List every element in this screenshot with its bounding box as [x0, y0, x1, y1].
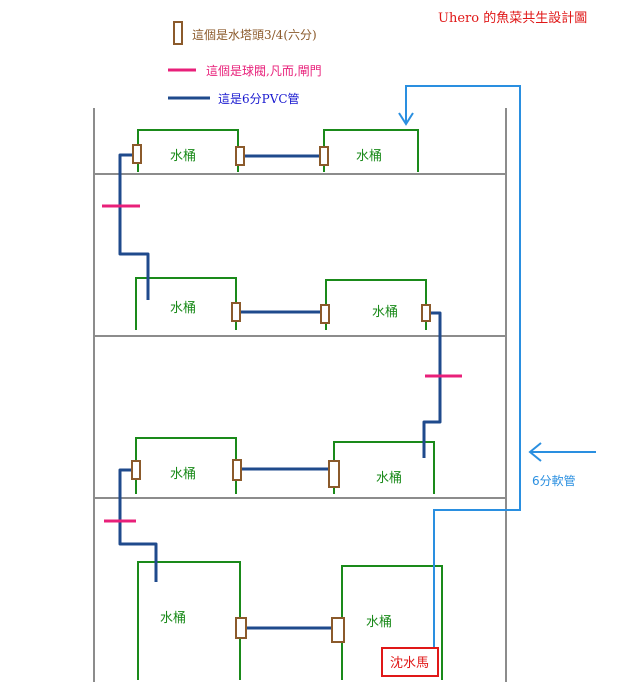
- connector-1b: [235, 146, 245, 166]
- connector-2b: [320, 304, 330, 324]
- legend-valve-label: 這個是球閥,凡而,閘門: [206, 63, 322, 78]
- connector-4b: [331, 617, 345, 643]
- bucket-1-right-label: 水桶: [356, 149, 382, 164]
- bucket-2-right-label: 水桶: [372, 305, 398, 320]
- hose-down-arrow-icon: [398, 112, 414, 126]
- connector-4a: [235, 617, 247, 639]
- legend: 這個是水塔頭3/4(六分) 這個是球閥,凡而,閘門 這是6分PVC管: [168, 21, 322, 106]
- hose-left-arrow-icon: [528, 442, 542, 462]
- pipe-1-to-2: [118, 153, 150, 300]
- connector-3a: [131, 460, 141, 480]
- bucket-1-left-label: 水桶: [170, 149, 196, 164]
- connector-3c: [328, 460, 340, 488]
- connector-1c: [319, 146, 329, 166]
- pipe-2-to-3: [422, 311, 442, 458]
- connector-3b: [232, 459, 242, 481]
- connector-1a: [132, 144, 142, 164]
- legend-connector-icon: [173, 21, 183, 45]
- hose-label: 6分軟管: [532, 473, 576, 488]
- bucket-3-right-label: 水桶: [376, 471, 402, 486]
- pvc-pipes: [118, 153, 442, 630]
- bucket-labels: 水桶 水桶 水桶 水桶 水桶 水桶 水桶 水桶: [160, 149, 402, 630]
- bucket-4-left-label: 水桶: [160, 611, 186, 626]
- bucket-3-right: [333, 441, 435, 494]
- flexible-hose: [398, 85, 596, 652]
- connector-2a: [231, 302, 241, 322]
- buckets: [135, 129, 443, 680]
- pump-box: [381, 647, 439, 677]
- connectors: [131, 144, 431, 643]
- connector-2c: [421, 304, 431, 322]
- valves: [102, 204, 462, 523]
- shelf-frame: [93, 108, 507, 682]
- bucket-3-left-label: 水桶: [170, 467, 196, 482]
- pump-label: 沈水馬: [390, 656, 429, 671]
- bucket-4-right-label: 水桶: [366, 615, 392, 630]
- bucket-4-left: [137, 561, 241, 680]
- bucket-2-left-label: 水桶: [170, 301, 196, 316]
- hose-path: [405, 85, 521, 652]
- bucket-3-left: [135, 437, 237, 494]
- pipe-3-to-4: [118, 468, 158, 582]
- legend-pipe-label: 這是6分PVC管: [218, 91, 300, 106]
- legend-connector-label: 這個是水塔頭3/4(六分): [192, 27, 317, 42]
- diagram-title: Uhero 的魚菜共生設計圖: [438, 10, 587, 26]
